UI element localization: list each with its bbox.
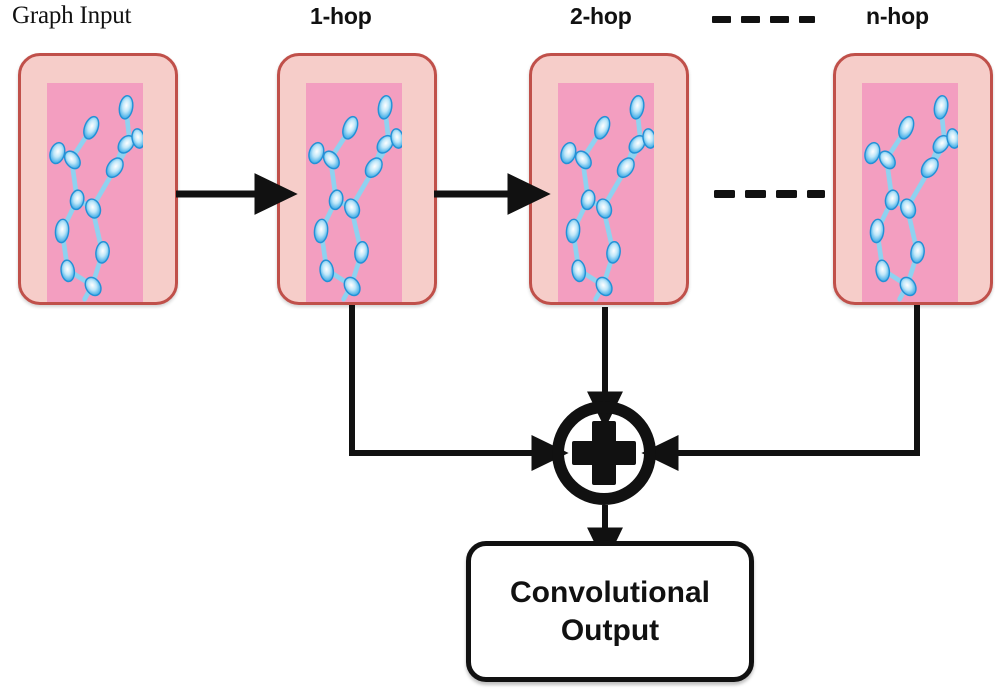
molecule-graph-icon bbox=[560, 95, 654, 302]
connector-1-hop-to-plus bbox=[349, 305, 569, 471]
molecule-graph-icon bbox=[864, 95, 958, 302]
column-label-graph-input: Graph Input bbox=[12, 2, 132, 29]
convolutional-output-label: Convolutional Output bbox=[510, 574, 710, 650]
connector-n-hop-to-plus bbox=[641, 305, 920, 471]
aggregator-plus-icon bbox=[552, 401, 656, 505]
graph-card-2-hop[interactable] bbox=[529, 53, 689, 305]
output-label-line-2: Output bbox=[560, 613, 660, 647]
graph-card-graph-input[interactable] bbox=[18, 53, 178, 305]
graph-card-inner-panel bbox=[47, 83, 143, 302]
convolutional-output-box[interactable]: Convolutional Output bbox=[466, 541, 754, 682]
graph-card-n-hop[interactable] bbox=[833, 53, 993, 305]
molecule-graph-icon bbox=[308, 95, 402, 302]
column-label-2-hop: 2-hop bbox=[570, 3, 632, 29]
graph-card-inner-panel bbox=[306, 83, 402, 302]
column-label-1-hop: 1-hop bbox=[310, 3, 372, 29]
molecule-graph-icon bbox=[49, 95, 143, 302]
body-ellipsis-dashes bbox=[714, 190, 825, 198]
column-label-n-hop: n-hop bbox=[866, 3, 929, 29]
graph-card-inner-panel bbox=[558, 83, 654, 302]
header-ellipsis-dashes bbox=[712, 16, 815, 23]
output-label-line-1: Convolutional bbox=[510, 575, 710, 609]
graph-card-1-hop[interactable] bbox=[277, 53, 437, 305]
graph-card-inner-panel bbox=[862, 83, 958, 302]
